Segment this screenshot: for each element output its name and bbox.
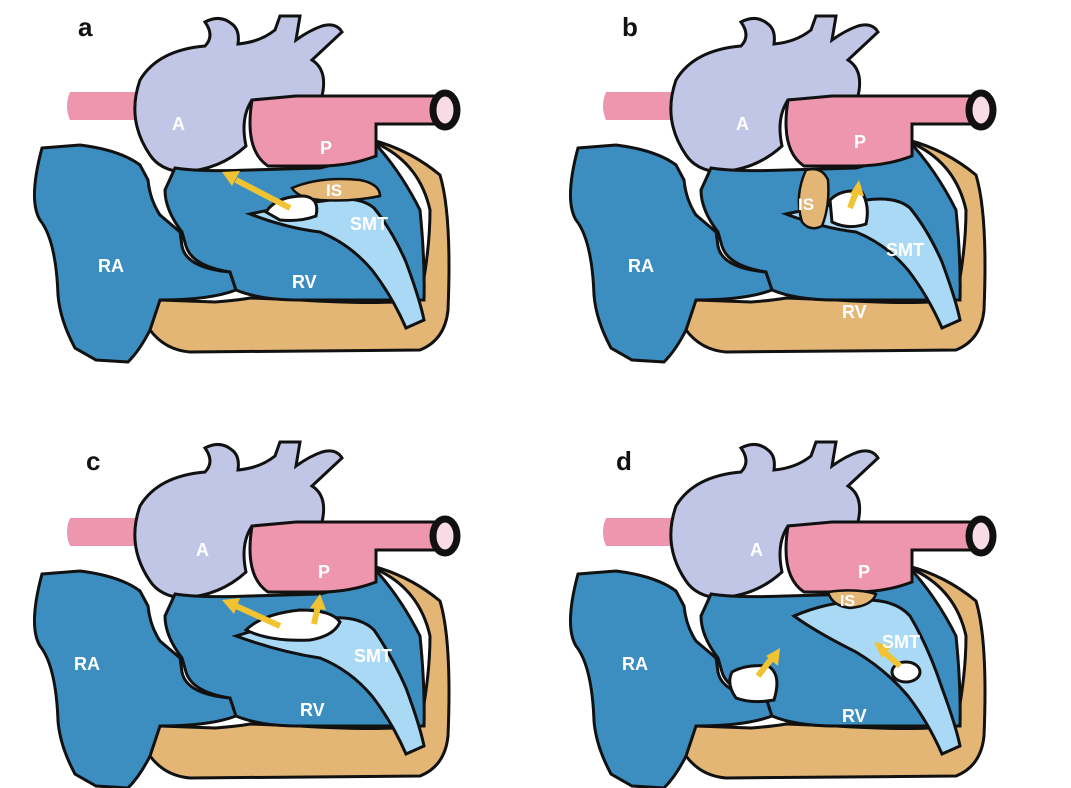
label-ra: RA — [628, 256, 654, 276]
heart-diagram-c: A P SMT RA RV — [0, 394, 535, 788]
heart-diagram-a: A P IS SMT RA RV — [0, 0, 535, 394]
label-aorta: A — [750, 540, 763, 560]
label-aorta: A — [736, 114, 749, 134]
label-ra: RA — [98, 256, 124, 276]
panel-letter: b — [622, 12, 638, 43]
label-ra: RA — [622, 654, 648, 674]
label-pulmonary: P — [858, 562, 870, 582]
pulmonary-branch-end — [969, 519, 993, 553]
heart-base — [570, 16, 993, 362]
label-ra: RA — [74, 654, 100, 674]
heart-diagram-b: A P IS SMT RA RV — [536, 0, 1071, 394]
pulmonary-branch-end — [433, 519, 457, 553]
heart-base — [34, 16, 457, 362]
label-is: IS — [840, 593, 855, 610]
label-is: IS — [798, 195, 814, 214]
panel-letter: c — [86, 446, 100, 477]
panel-c: A P SMT RA RV c — [0, 394, 535, 788]
pulmonary-branch-end — [969, 93, 993, 127]
label-rv: RV — [842, 706, 867, 726]
panel-d: A P IS SMT RA RV d — [536, 394, 1071, 788]
label-smt: SMT — [354, 646, 392, 666]
label-pulmonary: P — [320, 138, 332, 158]
heart-base: A P IS SMT RA RV — [570, 442, 993, 788]
pulmonary-branch-end — [433, 93, 457, 127]
label-rv: RV — [300, 700, 325, 720]
label-smt: SMT — [882, 632, 920, 652]
panel-letter: d — [616, 446, 632, 477]
vsd-defect — [830, 191, 867, 227]
label-aorta: A — [172, 114, 185, 134]
label-smt: SMT — [350, 214, 388, 234]
vsd-defect-inlet — [730, 666, 777, 702]
panel-letter: a — [78, 12, 92, 43]
label-is: IS — [326, 181, 342, 200]
label-rv: RV — [842, 302, 867, 322]
label-aorta: A — [196, 540, 209, 560]
panel-b: A P IS SMT RA RV b — [536, 0, 1071, 394]
heart-base: A P SMT RA RV — [34, 442, 457, 788]
panel-a: A P IS SMT RA RV a — [0, 0, 535, 394]
label-rv: RV — [292, 272, 317, 292]
label-pulmonary: P — [854, 132, 866, 152]
label-smt: SMT — [886, 240, 924, 260]
label-pulmonary: P — [318, 562, 330, 582]
